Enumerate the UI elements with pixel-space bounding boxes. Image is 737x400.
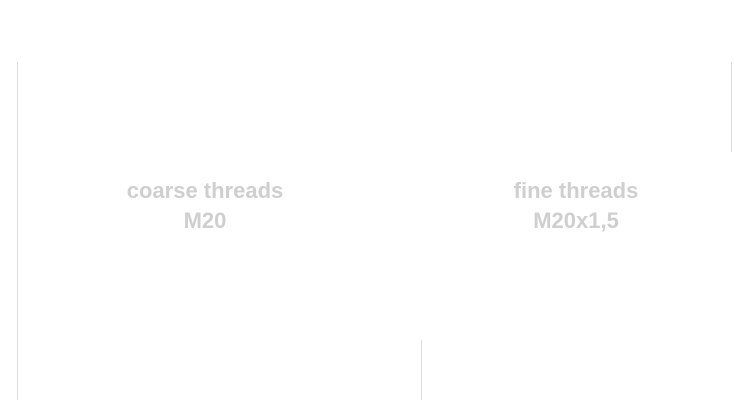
panel-title: fine threads bbox=[513, 178, 639, 203]
center-divider bbox=[421, 340, 422, 400]
thread-designation: M20x1,5 bbox=[533, 208, 619, 233]
left-divider bbox=[17, 62, 18, 400]
right-divider bbox=[731, 62, 732, 152]
panel-title: coarse threads bbox=[126, 178, 284, 203]
thread-designation: M20 bbox=[183, 208, 227, 233]
fine-threads-panel: fine threads M20x1,5 bbox=[476, 176, 676, 236]
coarse-threads-panel: coarse threads M20 bbox=[105, 176, 305, 236]
